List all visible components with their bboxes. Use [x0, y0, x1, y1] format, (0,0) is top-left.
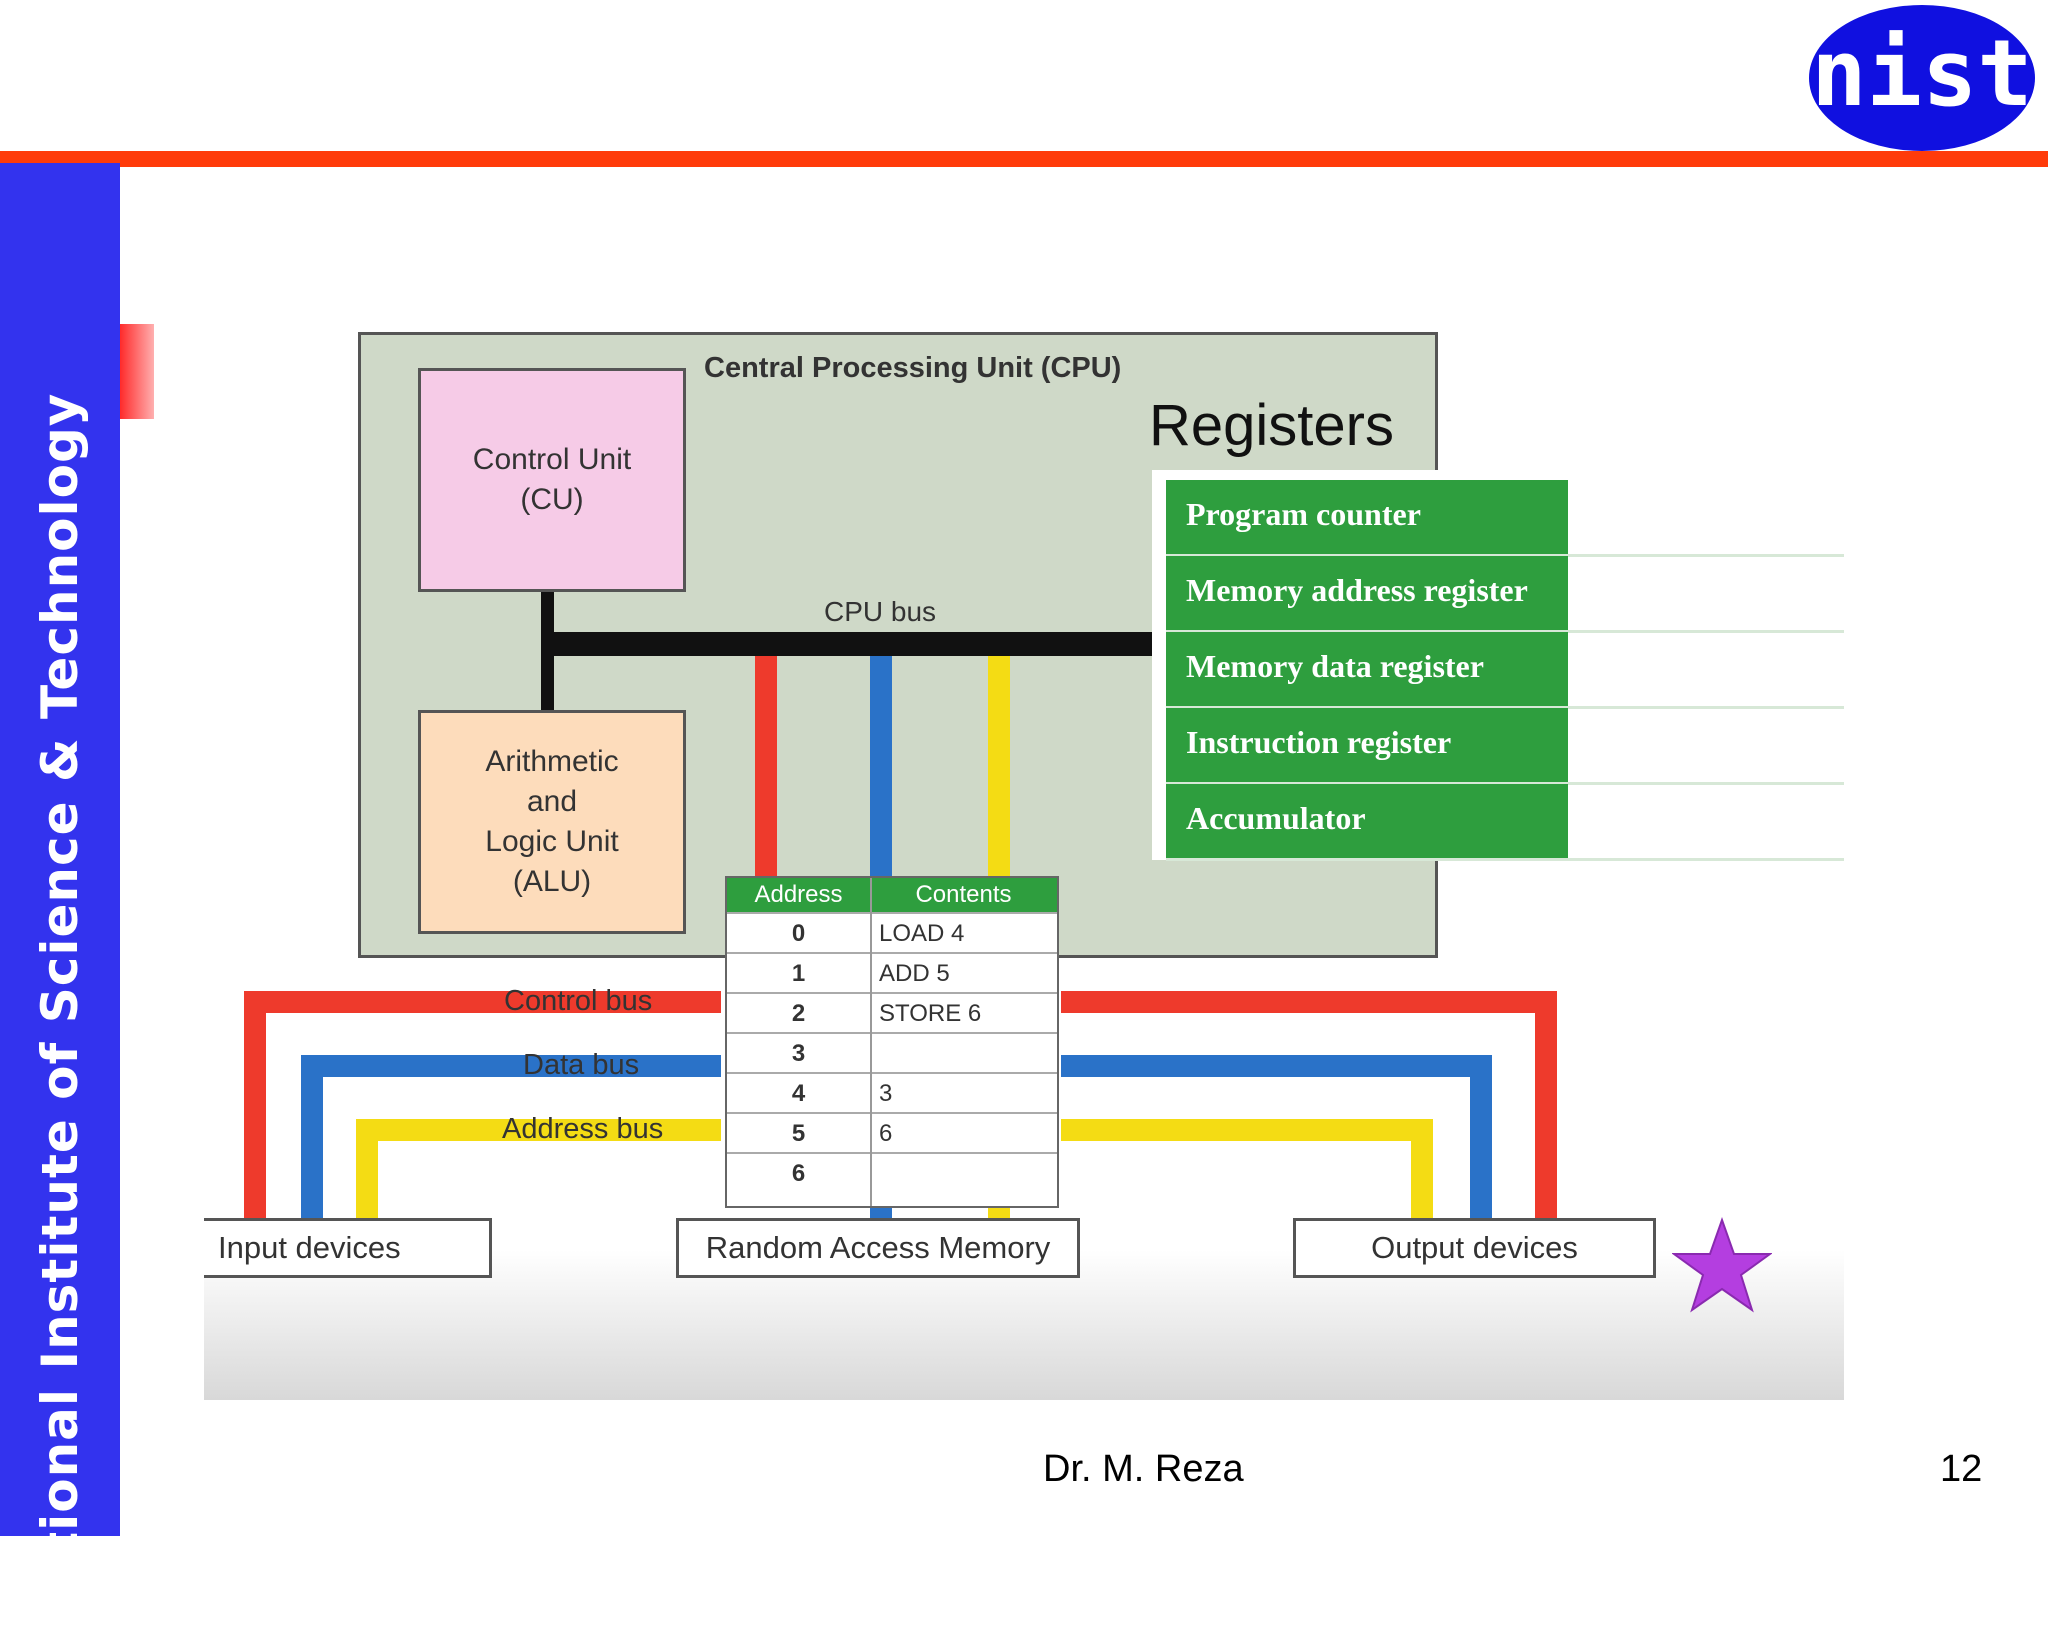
ram-box: Random Access Memory: [676, 1218, 1080, 1278]
table-row: 3: [727, 1032, 1057, 1074]
address-cell: 4: [791, 1080, 806, 1107]
control-unit-box: Control Unit (CU): [418, 368, 686, 592]
ram-label: Random Access Memory: [705, 1230, 1051, 1265]
data-bus-drop: [870, 656, 892, 886]
output-devices-label: Output devices: [1371, 1230, 1578, 1265]
output-devices-box: Output devices: [1293, 1218, 1656, 1278]
bus-lines: [244, 592, 1557, 1222]
table-row: 1 ADD 5: [727, 952, 1057, 994]
nist-logo: nist: [1809, 5, 2035, 151]
address-cell: 5: [791, 1120, 806, 1147]
sidebar-institute-name: National Institute of Science & Technolo…: [31, 392, 89, 1633]
input-devices-label: Input devices: [218, 1230, 401, 1265]
cpu-title: Central Processing Unit (CPU): [704, 352, 1122, 384]
address-bus-drop: [988, 656, 1010, 886]
register-label: Accumulator: [1186, 800, 1366, 836]
contents-cell: 3: [879, 1080, 893, 1107]
registers-title: Registers: [1149, 393, 1394, 458]
contents-cell: 6: [879, 1120, 893, 1147]
register-label: Program counter: [1186, 496, 1421, 532]
register-label: Memory data register: [1186, 648, 1484, 684]
control-bus-drop: [755, 656, 777, 886]
register-row: Instruction register: [1166, 708, 1844, 785]
data-bus-line: [301, 1055, 1492, 1222]
register-label: Memory address register: [1186, 572, 1528, 608]
address-cell: 0: [791, 920, 806, 947]
address-cell: 3: [791, 1040, 806, 1067]
register-row: Program counter: [1166, 480, 1844, 557]
sidebar: National Institute of Science & Technolo…: [0, 163, 120, 1633]
contents-cell: STORE 6: [879, 1000, 982, 1027]
header-rule: [0, 151, 2048, 167]
control-bus-line: [244, 991, 1557, 1222]
address-cell: 1: [791, 960, 806, 987]
page-number: 12: [1940, 1448, 1983, 1490]
table-row: 0 LOAD 4: [727, 912, 1057, 954]
address-cell: 6: [791, 1160, 806, 1187]
register-label: Instruction register: [1186, 724, 1452, 760]
address-bus-line: [356, 1119, 1433, 1222]
register-row: Memory address register: [1166, 556, 1844, 633]
memory-table-header: Address Contents: [727, 878, 1057, 912]
address-column-header: Address: [754, 881, 843, 908]
title-accent-tab: [120, 324, 154, 419]
input-devices-box: Input devices: [204, 1218, 492, 1278]
control-bus-label: Control bus: [504, 985, 653, 1017]
logo-text: nist: [1811, 20, 2033, 127]
register-row: Memory data register: [1166, 632, 1844, 709]
cpu-architecture-diagram: Central Processing Unit (CPU) Control Un…: [204, 310, 1844, 1400]
memory-table: Address Contents 0 LOAD 4 1 ADD 5 2 STORE 6…: [725, 876, 1059, 1208]
contents-column-header: Contents: [915, 881, 1012, 908]
address-bus-label: Address bus: [502, 1113, 664, 1145]
table-column-divider: [870, 878, 872, 1206]
table-row: 2 STORE 6: [727, 992, 1057, 1034]
table-row: 6: [727, 1152, 1057, 1194]
contents-cell: ADD 5: [879, 960, 950, 987]
data-bus-label: Data bus: [523, 1049, 640, 1081]
alu-box: Arithmetic and Logic Unit (ALU): [418, 710, 686, 934]
cpu-bus-label: CPU bus: [824, 596, 937, 627]
star-icon: [1672, 1216, 1772, 1313]
contents-cell: LOAD 4: [879, 920, 965, 947]
register-row: Accumulator: [1166, 784, 1844, 861]
address-cell: 2: [791, 1000, 806, 1027]
footer-author: Dr. M. Reza: [1043, 1448, 1244, 1490]
